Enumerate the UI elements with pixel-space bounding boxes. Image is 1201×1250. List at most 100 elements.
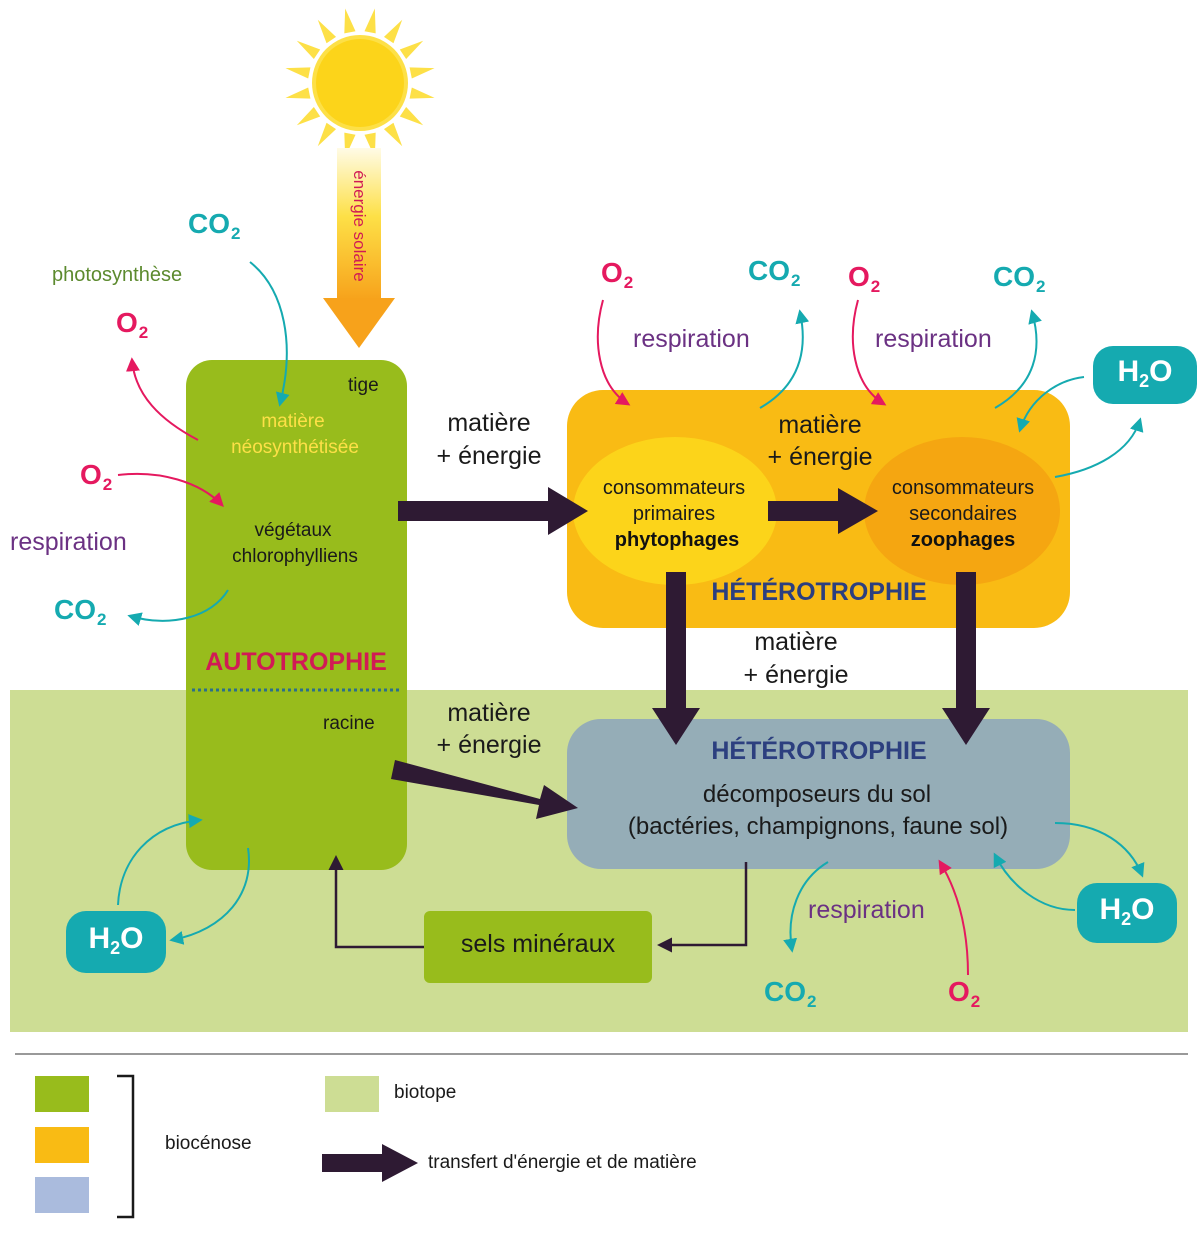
co2-label-secondary: CO2 bbox=[993, 261, 1046, 296]
legend-bracket bbox=[117, 1074, 135, 1219]
h2o-into-root-arrow bbox=[117, 814, 203, 906]
h2o-label-bottom-left: H2O bbox=[88, 922, 144, 958]
sun-ray bbox=[383, 19, 403, 44]
vegetaux-label-2: chlorophylliens bbox=[232, 546, 358, 567]
sun-ray bbox=[317, 122, 337, 147]
arrow-primary-to-secondary bbox=[768, 488, 878, 534]
h2o-into-decomposers-arrow bbox=[993, 852, 1076, 911]
co2-label-plant-respiration: CO2 bbox=[54, 594, 107, 629]
sun-ray bbox=[285, 87, 311, 99]
h2o-label-top-right: H2O bbox=[1117, 355, 1173, 391]
primary-consumers-ellipse bbox=[573, 437, 777, 585]
sun-ray bbox=[285, 67, 311, 79]
sun-icon bbox=[285, 8, 435, 158]
o2-into-plant-arrow bbox=[117, 472, 224, 508]
respiration-primary-label: respiration bbox=[633, 325, 750, 353]
h2o-pill-bottom-right bbox=[1077, 883, 1177, 943]
sun-ray bbox=[364, 8, 376, 34]
legend-swatch-blue bbox=[35, 1177, 89, 1213]
sels-mineraux-box bbox=[424, 911, 652, 983]
co2-from-secondary-arrow bbox=[994, 309, 1042, 409]
racine-label: racine bbox=[323, 713, 375, 734]
legend-arrow bbox=[322, 1144, 418, 1182]
h2o-label-bottom-right: H2O bbox=[1099, 893, 1155, 929]
co2-from-plant-arrow bbox=[127, 589, 229, 626]
h2o-out-consumers-arrow bbox=[1054, 417, 1144, 478]
legend-biotope-label: biotope bbox=[394, 1082, 457, 1103]
sun-ray bbox=[383, 122, 403, 147]
o2-label-primary: O2 bbox=[601, 257, 634, 292]
sun-ray bbox=[399, 40, 424, 60]
o2-into-secondary-arrow bbox=[851, 299, 887, 406]
legend-swatch-yellow bbox=[35, 1127, 89, 1163]
o2-into-primary-arrow bbox=[596, 299, 631, 406]
matiere-label-root: matière bbox=[447, 699, 531, 727]
tige-label: tige bbox=[348, 375, 379, 396]
matiere-neo-label-1: matière bbox=[261, 411, 325, 432]
arrow-secondary-to-decomposers bbox=[942, 572, 990, 745]
matiere-label-consumers: matière bbox=[778, 411, 862, 439]
o2-into-decomposers-arrow bbox=[938, 859, 969, 976]
secondary-consumers-line2: secondaires bbox=[909, 503, 1017, 525]
energie-label-top: + énergie bbox=[436, 442, 542, 470]
co2-label-primary: CO2 bbox=[748, 255, 801, 290]
legend-biocenose-label: biocénose bbox=[165, 1133, 252, 1154]
co2-label-decomposers: CO2 bbox=[764, 976, 817, 1011]
co2-from-primary-arrow bbox=[759, 309, 810, 409]
h2o-out-decomposers-arrow bbox=[1054, 822, 1145, 878]
sun-ray bbox=[409, 67, 435, 79]
decomposers-line1: décomposeurs du sol bbox=[702, 781, 932, 808]
sels-mineraux-label: sels minéraux bbox=[460, 930, 616, 958]
energie-label-root: + énergie bbox=[436, 731, 542, 759]
secondary-consumers-line1: consommateurs bbox=[891, 477, 1035, 499]
decomposers-heterotrophie-title: HÉTÉROTROPHIE bbox=[711, 737, 927, 765]
consumers-heterotrophie-title: HÉTÉROTROPHIE bbox=[711, 578, 927, 606]
sun-ray bbox=[317, 19, 337, 44]
arrow-root-to-decomposers bbox=[391, 760, 578, 819]
respiration-decomposers-label: respiration bbox=[808, 896, 925, 924]
o2-from-leaf-arrow bbox=[125, 357, 199, 441]
transfer-arrows bbox=[322, 487, 990, 1182]
respiration-secondary-label: respiration bbox=[875, 325, 992, 353]
mineral-flow bbox=[328, 855, 748, 953]
secondary-consumers-line3: zoophages bbox=[910, 529, 1016, 551]
photosynthese-label: photosynthèse bbox=[52, 264, 183, 286]
sun-ray bbox=[344, 8, 356, 34]
decomposers-line2: (bactéries, champignons, faune sol) bbox=[627, 813, 1009, 840]
h2o-pill-bottom-left bbox=[66, 911, 166, 973]
autotrophie-title: AUTOTROPHIE bbox=[205, 648, 387, 676]
legend-transfert-label: transfert d'énergie et de matière bbox=[428, 1152, 697, 1173]
energie-label-middle: + énergie bbox=[743, 661, 849, 689]
solar-energy-beam bbox=[323, 148, 395, 348]
sun-ray bbox=[296, 40, 321, 60]
arrow-auto-to-primary bbox=[398, 487, 588, 535]
legend-swatch-green bbox=[35, 1076, 89, 1112]
secondary-consumers-ellipse bbox=[864, 437, 1060, 585]
primary-consumers-line2: primaires bbox=[632, 503, 716, 525]
h2o-out-root-arrow bbox=[169, 847, 250, 945]
legend-swatch-biotope bbox=[325, 1076, 379, 1112]
h2o-into-consumers-arrow bbox=[1016, 376, 1085, 433]
primary-consumers-line1: consommateurs bbox=[602, 477, 746, 499]
solar-energy-label: énergie solaire bbox=[349, 170, 369, 282]
o2-label-photosynthesis: O2 bbox=[116, 307, 149, 342]
matiere-label-top: matière bbox=[447, 409, 531, 437]
o2-label-plant-respiration: O2 bbox=[80, 459, 113, 494]
energie-label-consumers: + énergie bbox=[767, 443, 873, 471]
matiere-neo-label-2: néosynthétisée bbox=[231, 437, 359, 458]
sun-ray bbox=[409, 87, 435, 99]
co2-label-photosynthesis: CO2 bbox=[188, 208, 241, 243]
sun-ray bbox=[399, 106, 424, 126]
autotrophie-box bbox=[186, 360, 407, 870]
co2-to-leaf-arrow bbox=[249, 261, 290, 407]
respiration-plant-label: respiration bbox=[10, 528, 127, 556]
o2-label-secondary: O2 bbox=[848, 261, 881, 296]
h2o-pill-top-right bbox=[1093, 346, 1197, 404]
vegetaux-label-1: végétaux bbox=[254, 520, 332, 541]
sun-ray bbox=[296, 106, 321, 126]
matiere-label-middle: matière bbox=[754, 628, 838, 656]
o2-label-decomposers: O2 bbox=[948, 976, 981, 1011]
arrow-primary-to-decomposers bbox=[652, 572, 700, 745]
decomposers-box bbox=[567, 719, 1070, 869]
